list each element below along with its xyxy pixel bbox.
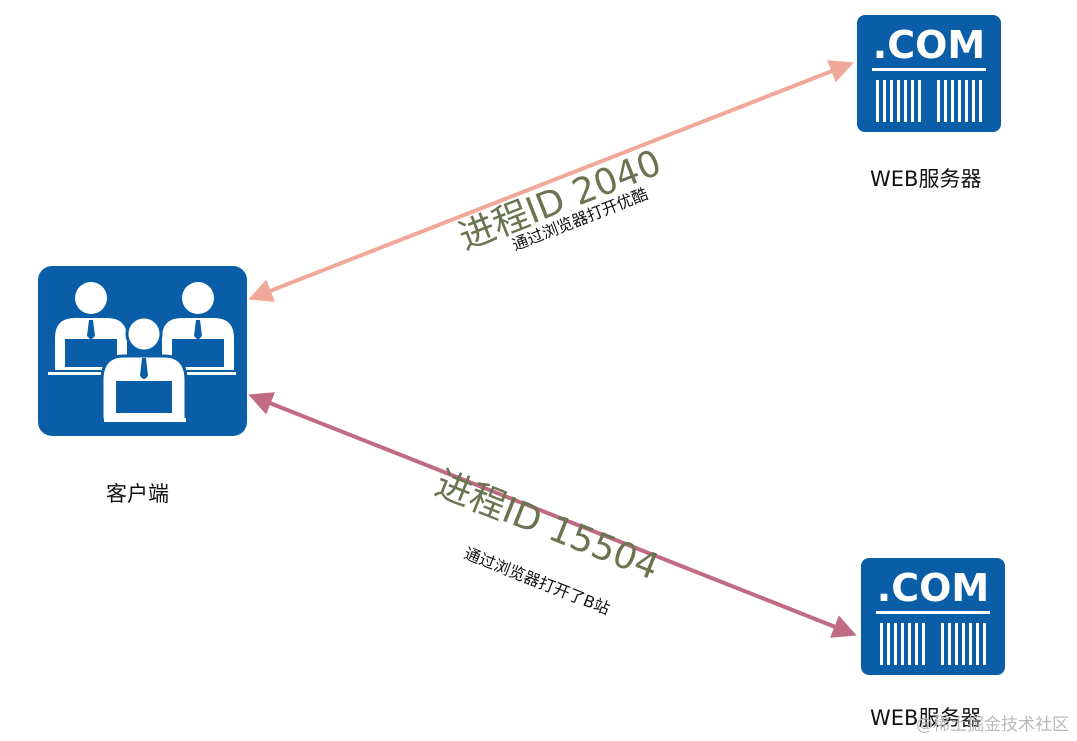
server-top-label: WEB服务器 — [870, 167, 982, 191]
server-bottom-icon-text: .COM — [877, 566, 989, 610]
edge-top-arrow — [248, 60, 854, 302]
client-label: 客户端 — [106, 482, 169, 506]
server-top-icon-text: .COM — [873, 23, 985, 67]
client-icon — [38, 266, 247, 436]
watermark: @稀土掘金技术社区 — [916, 715, 1069, 735]
edge-bottom-arrow — [248, 392, 857, 638]
server-bottom-label: WEB服务器 — [870, 706, 982, 730]
server-bottom-icon: .COM — [861, 558, 1005, 675]
server-top-icon: .COM — [857, 15, 1001, 132]
